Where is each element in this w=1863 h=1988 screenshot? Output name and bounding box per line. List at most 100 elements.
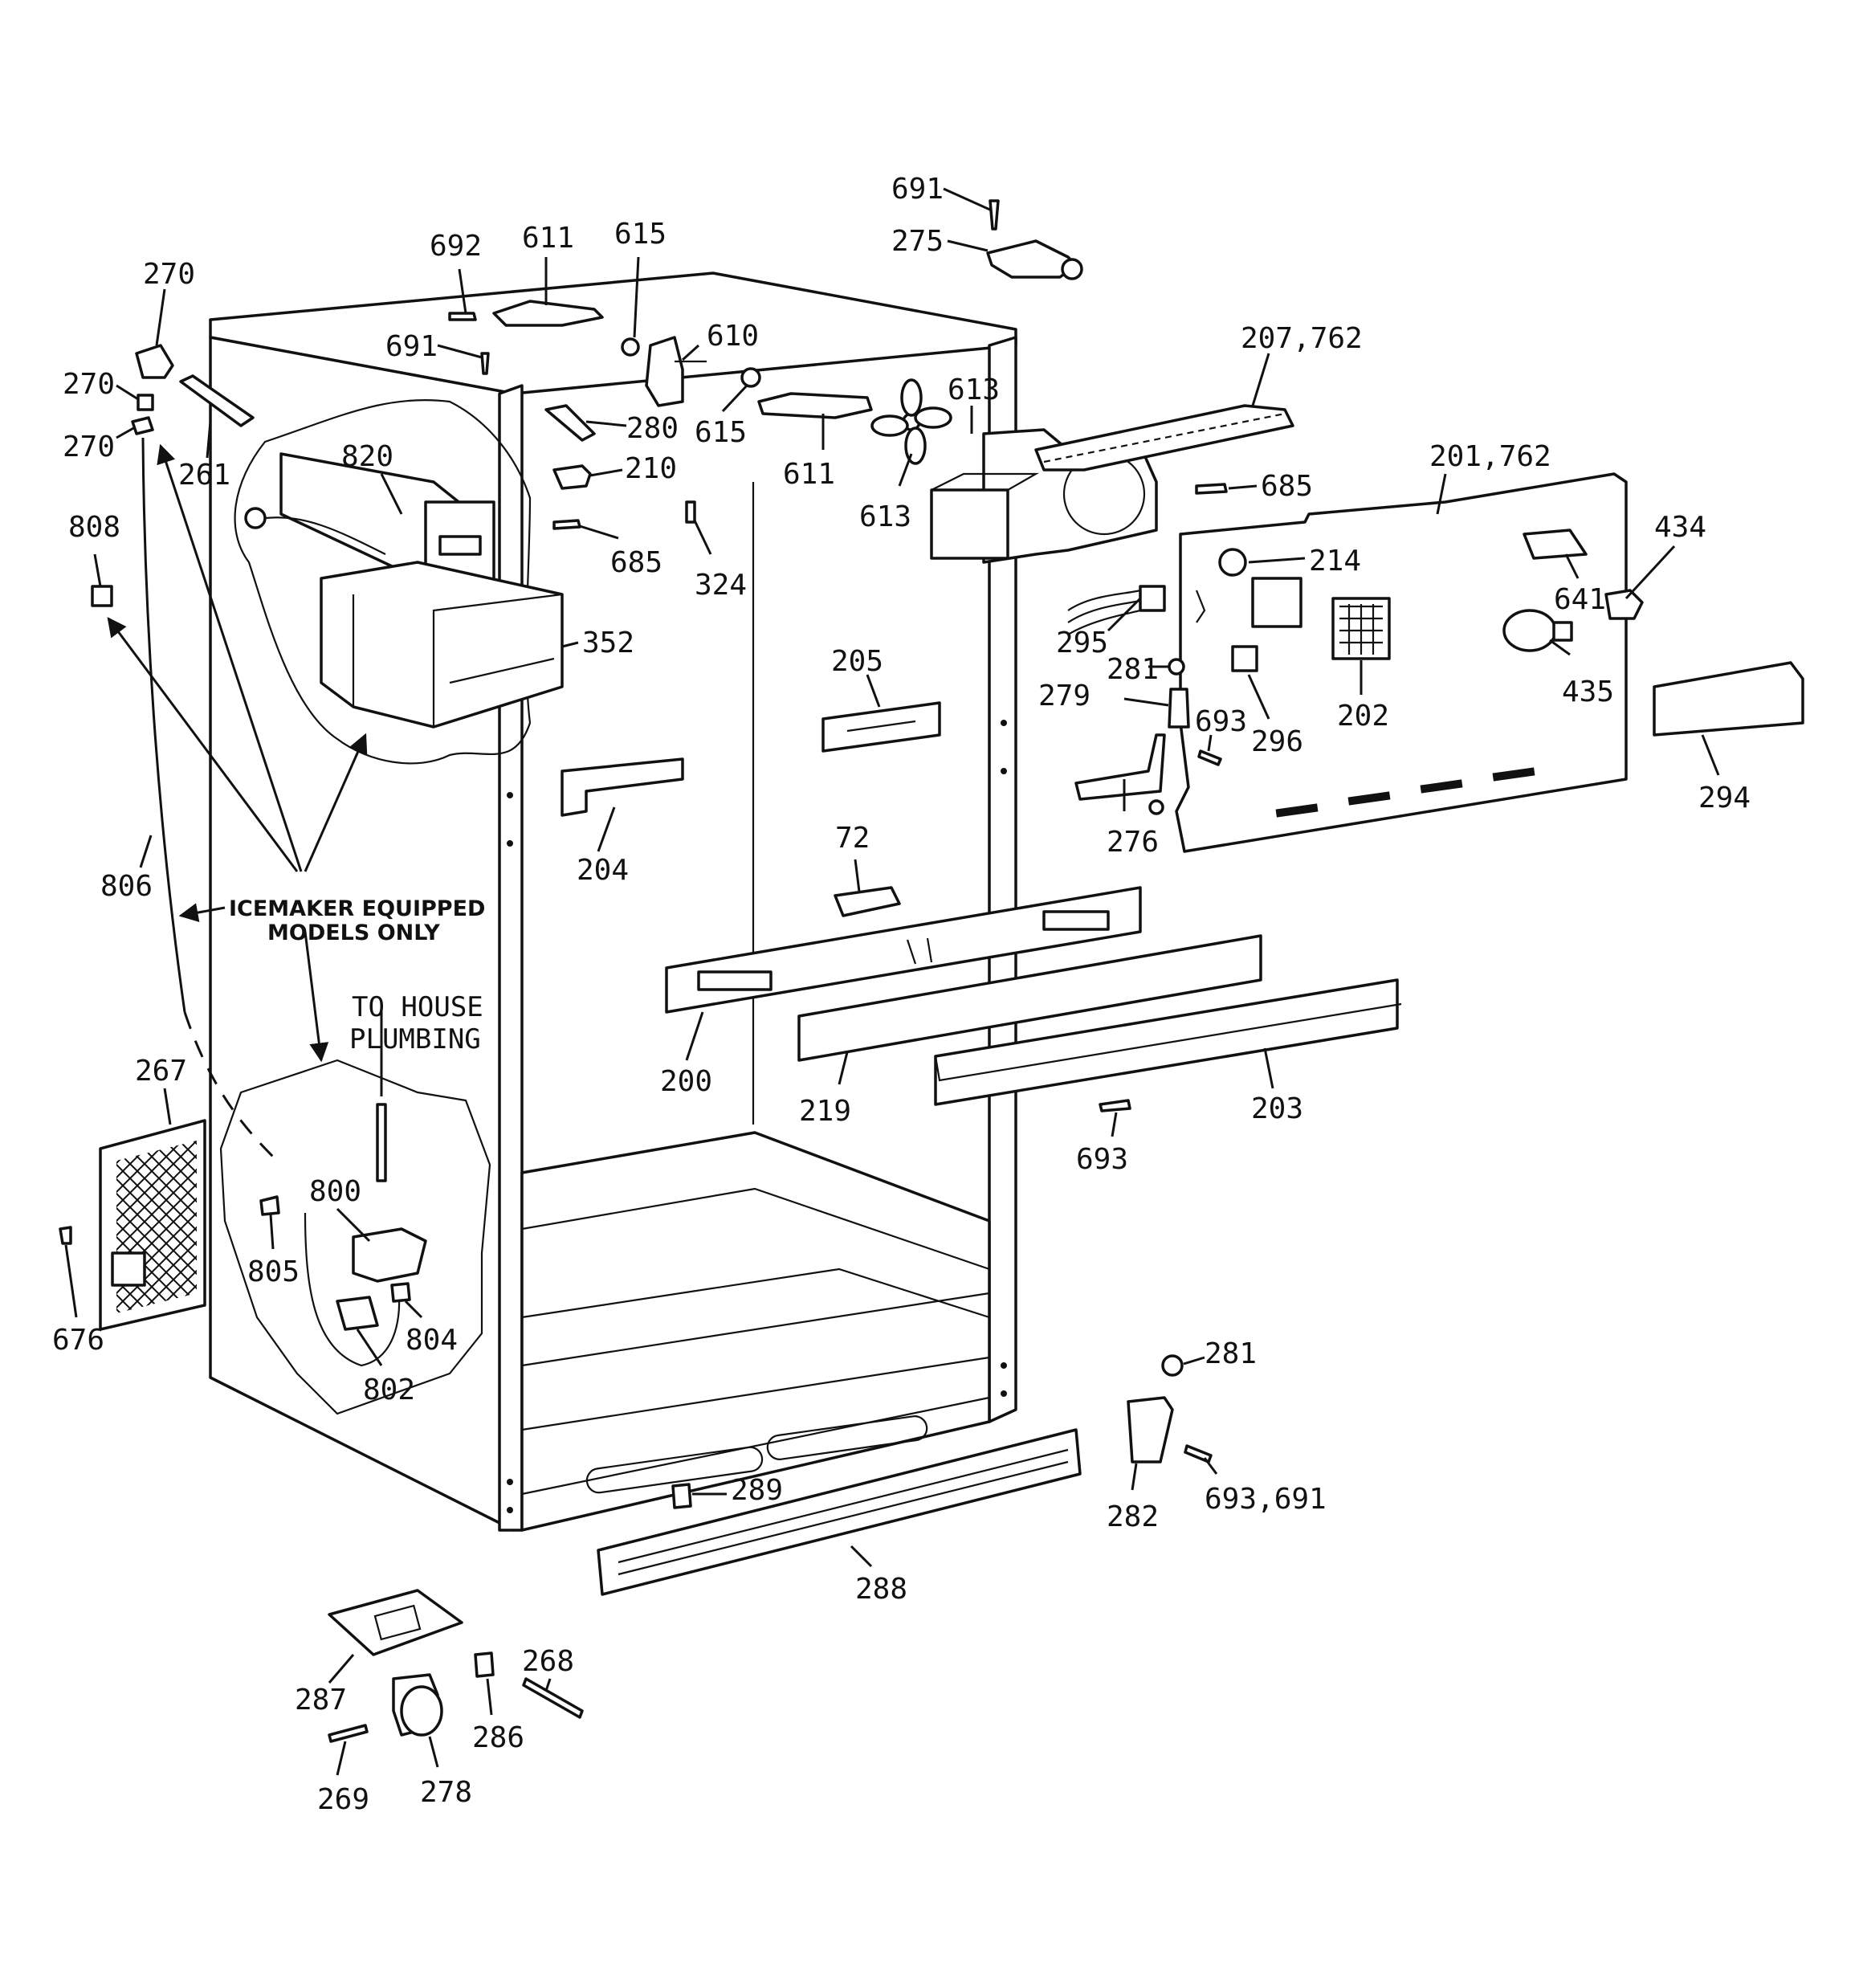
label-200: 200 — [660, 1065, 712, 1098]
thermostat-72 — [834, 886, 901, 917]
label-295: 295 — [1056, 627, 1108, 659]
label-268: 268 — [522, 1645, 574, 1678]
nut-270 — [137, 394, 154, 411]
screw-691-top — [989, 199, 1000, 231]
label-610: 610 — [707, 320, 759, 353]
label-286: 286 — [472, 1721, 524, 1754]
bracket-286 — [474, 1651, 495, 1678]
water-valve-800 — [352, 1227, 427, 1283]
callout-labels: 691 275 692 611 615 270 610 207,762 691 … — [52, 173, 1751, 1816]
clip-280 — [544, 404, 596, 442]
label-324: 324 — [695, 569, 747, 602]
label-800: 800 — [309, 1175, 361, 1208]
label-287: 287 — [295, 1684, 347, 1717]
plumbing-cutaway — [219, 1059, 491, 1415]
pin-279 — [1168, 688, 1190, 729]
label-806: 806 — [100, 870, 153, 903]
label-270-b: 270 — [63, 368, 115, 401]
screw-676 — [59, 1226, 72, 1245]
label-214: 214 — [1309, 545, 1361, 578]
grille-288 — [597, 1428, 1082, 1596]
label-261: 261 — [178, 459, 230, 492]
screw-691-left — [480, 352, 490, 375]
screw-324 — [685, 500, 696, 524]
light-socket — [1604, 589, 1644, 620]
label-613-a: 613 — [948, 374, 1000, 406]
mullion-200 — [665, 886, 1142, 1014]
label-280: 280 — [626, 412, 679, 445]
screw-685-right — [1195, 483, 1228, 495]
label-270-a: 270 — [143, 258, 195, 291]
fan-motor — [645, 336, 707, 407]
part-210 — [552, 464, 592, 490]
label-276: 276 — [1107, 826, 1159, 859]
label-804: 804 — [406, 1324, 458, 1357]
hinge-top — [986, 239, 1083, 280]
fan-bracket-611-lower — [757, 392, 873, 419]
label-685-a: 685 — [1261, 470, 1313, 503]
label-294: 294 — [1698, 782, 1751, 814]
label-204: 204 — [577, 854, 629, 887]
label-615-a: 615 — [614, 218, 667, 251]
tube-806-dashed — [183, 1011, 275, 1158]
fitting-270 — [135, 344, 174, 379]
bracket-287 — [328, 1589, 463, 1656]
label-693-691: 693,691 — [1205, 1483, 1327, 1516]
label-72: 72 — [835, 822, 870, 855]
label-693-a: 693 — [1195, 705, 1247, 738]
label-281-b: 281 — [1205, 1337, 1257, 1370]
washer-281-lower — [1161, 1354, 1184, 1377]
label-805: 805 — [247, 1255, 300, 1288]
label-269: 269 — [317, 1783, 369, 1816]
refrigerator-cabinet — [209, 271, 1017, 1532]
tube-261 — [179, 374, 255, 427]
hinge-276 — [1074, 733, 1166, 815]
label-434: 434 — [1654, 511, 1706, 544]
label-691-a: 691 — [891, 173, 944, 206]
light-bulb — [1502, 609, 1573, 652]
label-808: 808 — [68, 511, 120, 544]
clip-289 — [671, 1483, 692, 1509]
label-641: 641 — [1554, 583, 1606, 616]
strip-219 — [797, 934, 1262, 1062]
label-281-a: 281 — [1107, 653, 1159, 686]
label-691-b: 691 — [385, 330, 438, 363]
label-676: 676 — [52, 1324, 104, 1357]
label-435: 435 — [1562, 676, 1614, 708]
label-270-c: 270 — [63, 431, 115, 463]
grommet-615-b — [740, 367, 761, 388]
label-693-b: 693 — [1076, 1143, 1128, 1176]
tube-802 — [304, 1212, 401, 1367]
label-615-b: 615 — [695, 416, 747, 449]
fan-motor-bracket-upper — [492, 300, 604, 327]
screw-685-left — [552, 519, 581, 530]
label-692: 692 — [430, 230, 482, 263]
evaporator-fan-blade — [870, 378, 952, 465]
label-611-b: 611 — [783, 458, 835, 491]
icemaker-note-line2: MODELS ONLY — [267, 921, 440, 945]
air-duct-channel — [1034, 404, 1294, 471]
label-279: 279 — [1038, 680, 1090, 712]
clip-808 — [91, 585, 113, 607]
control-panel — [1175, 472, 1628, 853]
label-613-b: 613 — [859, 500, 911, 533]
label-289: 289 — [731, 1474, 783, 1507]
label-207-762: 207,762 — [1241, 322, 1363, 355]
leader-lines — [64, 187, 1720, 1776]
screw-692 — [448, 312, 477, 321]
icemaker-arrows — [107, 443, 368, 1063]
label-267: 267 — [135, 1055, 187, 1088]
washer-281-upper — [1168, 658, 1185, 676]
icemaker-note-line1: ICEMAKER EQUIPPED — [229, 896, 485, 921]
label-219: 219 — [799, 1095, 851, 1128]
label-820: 820 — [341, 440, 393, 473]
screw-268 — [522, 1677, 584, 1719]
channel-203 — [934, 978, 1402, 1106]
label-282: 282 — [1107, 1500, 1159, 1533]
label-611-a: 611 — [522, 222, 574, 255]
screw-693-mid — [1099, 1099, 1131, 1112]
label-203: 203 — [1251, 1092, 1303, 1125]
bracket-204 — [561, 757, 684, 817]
grommet-615-a — [621, 337, 640, 357]
